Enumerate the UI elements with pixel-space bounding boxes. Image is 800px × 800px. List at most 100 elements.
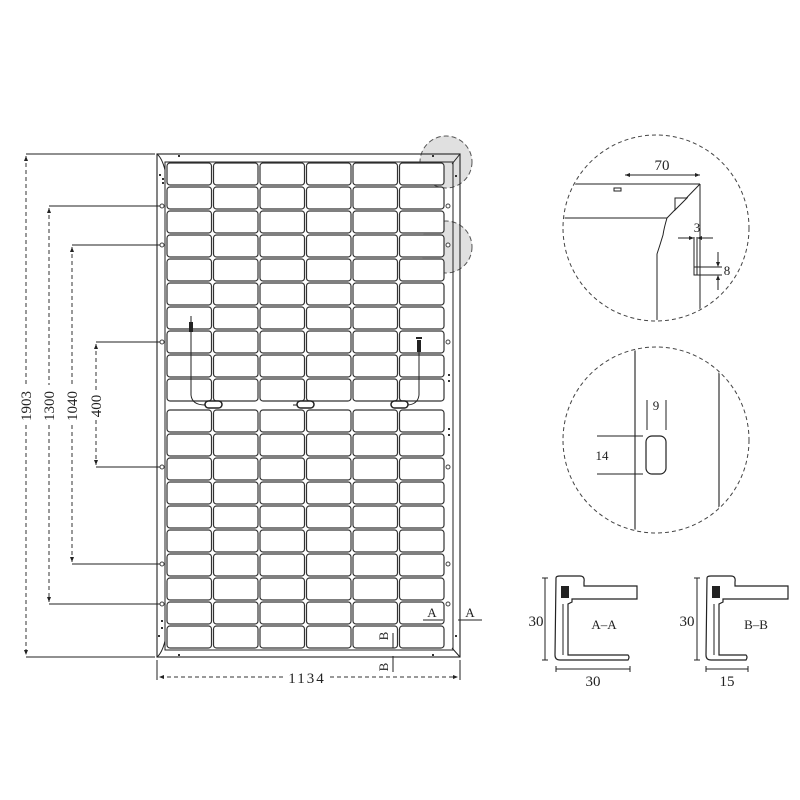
solar-cell [398, 378, 445, 402]
section-bb: 30 B–B 15 [680, 575, 789, 690]
solar-cell [259, 409, 306, 433]
dim-1903-label: 1903 [19, 391, 35, 421]
solar-cell [166, 258, 213, 282]
solar-cell [305, 186, 352, 210]
solar-cell [305, 457, 352, 481]
solar-cell [212, 457, 259, 481]
solar-cell [305, 354, 352, 378]
solar-cell [352, 282, 399, 306]
solar-cell [212, 354, 259, 378]
solar-cell [305, 162, 352, 186]
section-b-mark-outer: B [376, 662, 391, 671]
solar-cell [305, 330, 352, 354]
solar-cell [259, 553, 306, 577]
mounting-hole-slot [645, 435, 667, 475]
section-b-mark-inner: B [376, 631, 391, 640]
solar-cell [166, 354, 213, 378]
solar-cell [259, 162, 306, 186]
solar-cell [398, 186, 445, 210]
solar-cell [259, 601, 306, 625]
solar-cell [352, 505, 399, 529]
solar-cell [166, 601, 213, 625]
solar-cell [166, 234, 213, 258]
hole-detail: 9 14 [562, 346, 750, 534]
solar-cell [166, 433, 213, 457]
solar-cell [398, 481, 445, 505]
panel-frame [156, 153, 461, 658]
solar-cell [352, 330, 399, 354]
solar-cell [212, 433, 259, 457]
solar-cell [305, 625, 352, 649]
solar-cell [212, 409, 259, 433]
solar-cell [398, 234, 445, 258]
solar-cell [398, 354, 445, 378]
junction-box-center [296, 400, 315, 409]
solar-cell [352, 457, 399, 481]
solar-cell [212, 553, 259, 577]
solar-cell [166, 282, 213, 306]
section-a-mark-inner: A [427, 605, 437, 620]
solar-cell [352, 529, 399, 553]
solar-cell [398, 258, 445, 282]
solar-cell [398, 601, 445, 625]
solar-cell [166, 162, 213, 186]
section-bb-height: 30 [680, 614, 695, 630]
solar-cell [259, 186, 306, 210]
solar-cell [212, 529, 259, 553]
solar-cell [305, 505, 352, 529]
solar-cell [166, 378, 213, 402]
solar-cell [398, 210, 445, 234]
solar-cell [398, 577, 445, 601]
solar-cell [352, 625, 399, 649]
solar-cell [398, 306, 445, 330]
solar-cell [305, 577, 352, 601]
solar-cell [259, 234, 306, 258]
solar-cell [305, 433, 352, 457]
solar-cell [305, 409, 352, 433]
solar-cell [305, 529, 352, 553]
solar-cell [305, 282, 352, 306]
dim-400-label: 400 [89, 395, 105, 418]
solar-cell [166, 505, 213, 529]
dim-14-label: 14 [596, 448, 610, 463]
section-bb-title: B–B [744, 617, 768, 632]
solar-cell [352, 306, 399, 330]
solar-cell [305, 553, 352, 577]
solar-cell [352, 601, 399, 625]
solar-cell [212, 505, 259, 529]
dim-70-label: 70 [655, 158, 670, 174]
solar-cell [259, 330, 306, 354]
solar-cell [166, 457, 213, 481]
solar-cell [352, 433, 399, 457]
solar-cell [305, 234, 352, 258]
solar-cell [166, 210, 213, 234]
solar-cell [212, 378, 259, 402]
solar-cell [212, 162, 259, 186]
solar-cell [212, 601, 259, 625]
solar-cell [398, 330, 445, 354]
solar-cell [398, 433, 445, 457]
solar-cell [259, 529, 306, 553]
dim-1134-label: 1134 [288, 671, 325, 687]
dim-3-label: 3 [694, 220, 701, 235]
solar-cell [259, 433, 306, 457]
section-bb-width: 15 [720, 674, 735, 690]
solar-cell [352, 162, 399, 186]
solar-cell [259, 505, 306, 529]
solar-cell [305, 210, 352, 234]
solar-cell [352, 186, 399, 210]
solar-cell [352, 577, 399, 601]
solar-cell [305, 601, 352, 625]
solar-cell [212, 282, 259, 306]
solar-cell [352, 258, 399, 282]
solar-cell [398, 409, 445, 433]
section-aa-width: 30 [586, 674, 601, 690]
solar-cell [259, 282, 306, 306]
solar-cell [259, 481, 306, 505]
section-aa-height: 30 [529, 614, 544, 630]
solar-cell [398, 553, 445, 577]
solar-cell [259, 306, 306, 330]
solar-cell [352, 481, 399, 505]
solar-cell [305, 306, 352, 330]
